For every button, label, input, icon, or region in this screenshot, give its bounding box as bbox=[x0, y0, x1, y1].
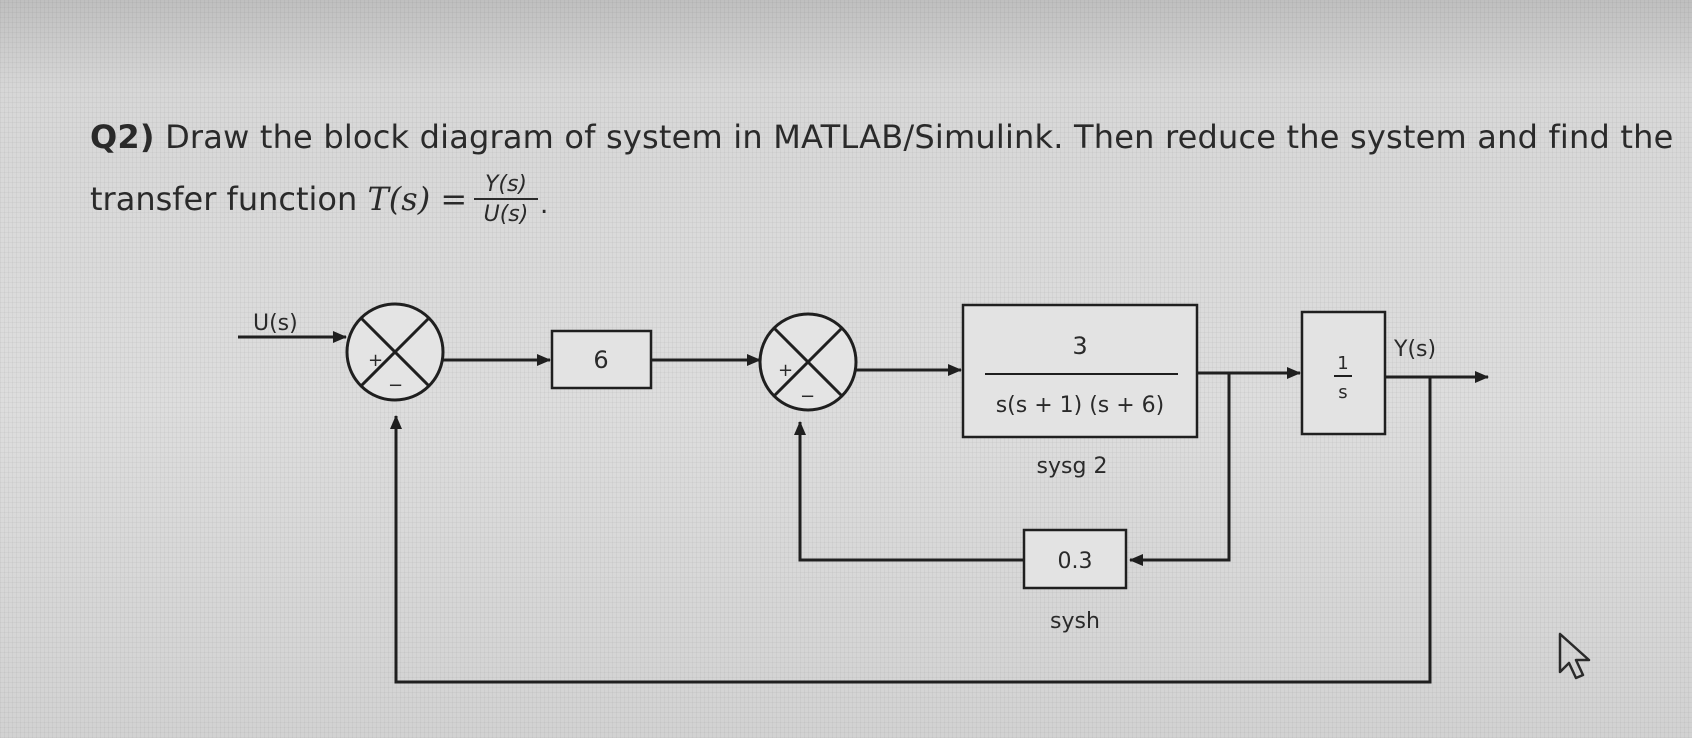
mouse-pointer-icon bbox=[1558, 632, 1591, 680]
sum2-plus-sign: + bbox=[778, 360, 793, 381]
inner-feedback-return bbox=[794, 421, 1024, 562]
gain-value: 6 bbox=[593, 346, 608, 374]
sum-junction-2: + − bbox=[758, 312, 858, 412]
tf-fraction: Y(s) U(s) bbox=[474, 172, 538, 227]
gain-block: 6 bbox=[550, 329, 653, 390]
outer-feedback-path bbox=[390, 377, 1432, 684]
feedback-gain-value: 0.3 bbox=[1058, 549, 1093, 574]
sum1-minus-sign: − bbox=[388, 375, 403, 396]
sum-junction-1: + − bbox=[345, 302, 445, 402]
integrator-denominator: s bbox=[1338, 382, 1347, 403]
plant-tf-denominator: s(s + 1) (s + 6) bbox=[996, 393, 1165, 418]
integrator-block: 1 s bbox=[1300, 310, 1387, 436]
question-body: Draw the block diagram of system in MATL… bbox=[165, 118, 1674, 156]
output-label: Y(s) bbox=[1393, 337, 1436, 362]
tf-suffix: . bbox=[540, 190, 549, 220]
sum1-plus-sign: + bbox=[368, 350, 383, 371]
tf-lhs: T(s) = bbox=[367, 180, 468, 218]
tf-numerator: Y(s) bbox=[474, 172, 538, 200]
tf-prefix: transfer function bbox=[90, 180, 368, 218]
integrator-numerator: 1 bbox=[1337, 353, 1348, 374]
feedback-block-name: sysh bbox=[1050, 609, 1100, 634]
inner-feedback-path bbox=[1129, 373, 1231, 566]
transfer-function-line: transfer function T(s) = bbox=[90, 180, 467, 218]
input-label: U(s) bbox=[253, 311, 298, 336]
plant-tf-block: 3 s(s + 1) (s + 6) bbox=[961, 303, 1199, 439]
question-text: Q2) Draw the block diagram of system in … bbox=[90, 118, 1674, 156]
plant-tf-numerator: 3 bbox=[1072, 332, 1087, 360]
feedback-gain-block: 0.3 bbox=[1022, 528, 1128, 590]
tf-denominator: U(s) bbox=[483, 202, 529, 227]
question-number: Q2) bbox=[90, 118, 155, 156]
plant-block-name: sysg 2 bbox=[1037, 454, 1108, 479]
sum2-minus-sign: − bbox=[800, 386, 815, 407]
